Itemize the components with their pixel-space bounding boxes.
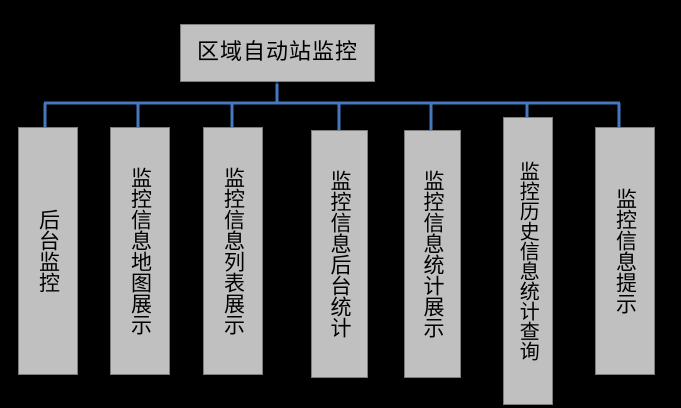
node-child-label: 监控信息统计展示 <box>420 170 445 338</box>
node-child-label: 监控信息后台统计 <box>327 170 352 338</box>
node-child-label: 监控历史信息统计查询 <box>516 161 541 361</box>
node-child-statistics-display[interactable]: 监控信息统计展示 <box>404 130 461 378</box>
node-child-label: 后台监控 <box>36 209 61 293</box>
node-child-label: 监控信息地图展示 <box>128 167 153 335</box>
node-child-info-alert[interactable]: 监控信息提示 <box>595 127 655 375</box>
node-child-label: 监控信息列表展示 <box>221 167 246 335</box>
node-child-list-display[interactable]: 监控信息列表展示 <box>203 127 263 375</box>
node-child-backend-monitor[interactable]: 后台监控 <box>18 127 78 375</box>
node-root[interactable]: 区域自动站监控 <box>180 24 375 82</box>
node-child-label: 监控信息提示 <box>613 188 638 314</box>
node-child-map-display[interactable]: 监控信息地图展示 <box>110 127 170 375</box>
node-child-backend-statistics[interactable]: 监控信息后台统计 <box>311 130 368 378</box>
node-root-label: 区域自动站监控 <box>196 39 358 65</box>
node-child-history-statistics-query[interactable]: 监控历史信息统计查询 <box>503 117 553 405</box>
